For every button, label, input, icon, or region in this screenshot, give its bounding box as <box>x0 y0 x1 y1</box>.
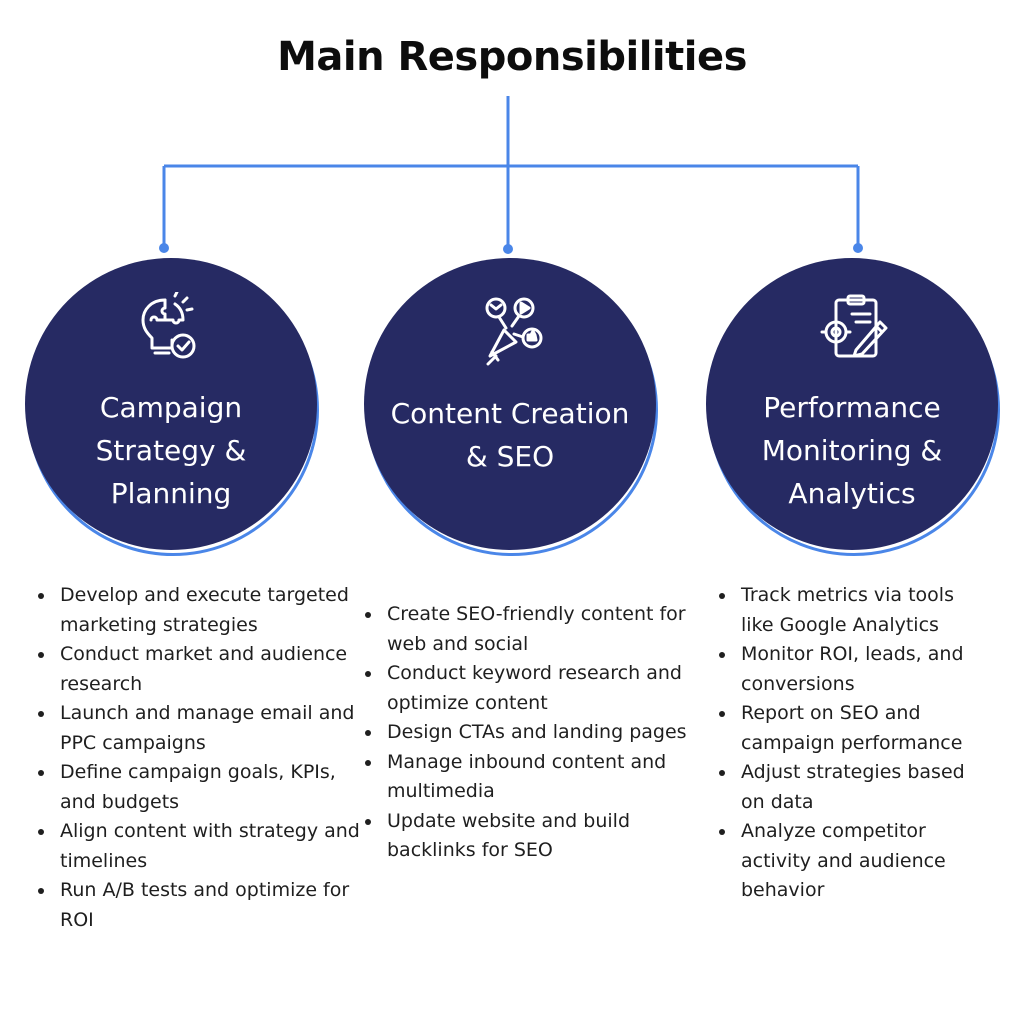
list-content-creation: Create SEO-friendly content for web and … <box>365 600 690 866</box>
list-item: Monitor ROI, leads, and conversions <box>719 640 987 699</box>
list-item: Report on SEO and campaign performance <box>719 699 987 758</box>
list-item: Run A/B tests and optimize for ROI <box>38 876 363 935</box>
circle-label: Campaign Strategy & Planning <box>95 391 247 510</box>
list-item: Launch and manage email and PPC campaign… <box>38 699 363 758</box>
circle-performance-monitoring: Performance Monitoring & Analytics <box>706 258 1006 558</box>
circle-content-creation: Content Creation & SEO <box>364 258 664 558</box>
circle-body: Campaign Strategy & Planning <box>25 258 317 550</box>
circle-body: Performance Monitoring & Analytics <box>706 258 998 550</box>
page-title: Main Responsibilities <box>277 34 747 80</box>
connector-dot-center <box>503 244 513 254</box>
list-item: Align content with strategy and timeline… <box>38 817 363 876</box>
list-item: Track metrics via tools like Google Anal… <box>719 581 987 640</box>
list-performance-monitoring: Track metrics via tools like Google Anal… <box>719 581 987 906</box>
list-item: Design CTAs and landing pages <box>365 718 690 748</box>
list-item: Update website and build backlinks for S… <box>365 807 690 866</box>
circle-label: Performance Monitoring & Analytics <box>761 391 943 510</box>
clipboard-gear-pen-icon <box>820 294 888 358</box>
connector-dot-left <box>159 243 169 253</box>
list-item: Create SEO-friendly content for web and … <box>365 600 690 659</box>
circle-label: Content Creation & SEO <box>390 397 630 473</box>
circle-campaign-strategy: Campaign Strategy & Planning <box>25 258 325 558</box>
list-item: Adjust strategies based on data <box>719 758 987 817</box>
circle-body: Content Creation & SEO <box>364 258 656 550</box>
megaphone-content-icon <box>485 297 543 366</box>
list-item: Conduct keyword research and optimize co… <box>365 659 690 718</box>
list-item: Define campaign goals, KPIs, and budgets <box>38 758 363 817</box>
connector-dot-right <box>853 243 863 253</box>
list-item: Conduct market and audience research <box>38 640 363 699</box>
list-campaign-strategy: Develop and execute targeted marketing s… <box>38 581 363 935</box>
list-item: Develop and execute targeted marketing s… <box>38 581 363 640</box>
puzzle-lightbulb-check-icon <box>141 292 196 359</box>
list-item: Analyze competitor activity and audience… <box>719 817 987 906</box>
connector-lines <box>159 96 863 254</box>
list-item: Manage inbound content and multimedia <box>365 748 690 807</box>
